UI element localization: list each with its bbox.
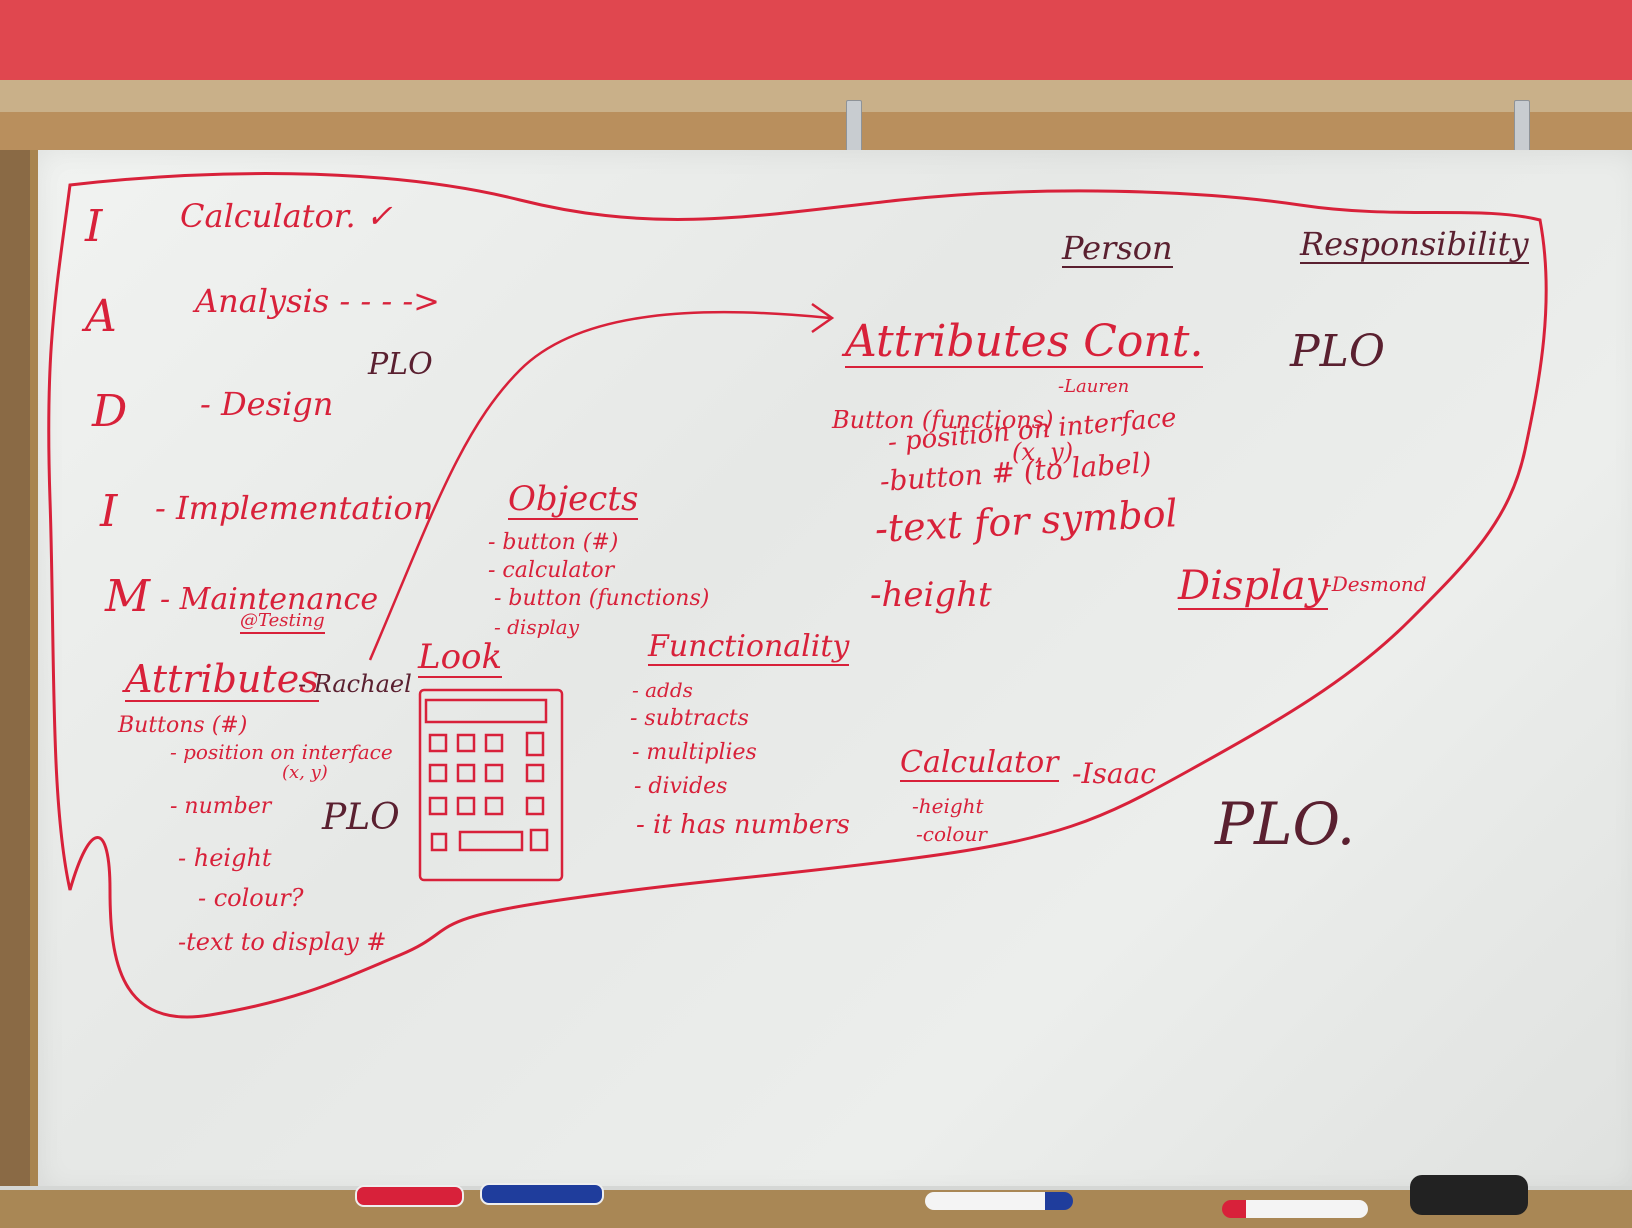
calculator-box-item: -colour <box>916 822 987 846</box>
display-title: Display <box>1178 563 1329 610</box>
attributes-line: -text to display # <box>178 928 387 956</box>
cloud-outline <box>47 172 1548 1019</box>
plo-design: PLO <box>368 347 433 382</box>
objects-title: Objects <box>508 479 639 520</box>
attributes-line: Buttons (#) <box>118 713 248 738</box>
whiteboard <box>30 150 1632 1194</box>
attributes-cont-owner: -Lauren <box>1058 376 1130 397</box>
plo-bottom: PLO. <box>1215 790 1356 858</box>
idam-letter-m: M <box>105 571 151 622</box>
red-cap-marker[interactable] <box>1222 1200 1368 1218</box>
calculator-box-item: -height <box>912 794 984 818</box>
functionality-item: - it has numbers <box>636 810 850 840</box>
objects-item: - display <box>494 615 579 639</box>
objects-item: - button (#) <box>488 530 619 555</box>
attributes-line: - colour? <box>198 884 304 912</box>
idam-letter-i2: I <box>100 486 118 537</box>
header-person: Person <box>1062 229 1173 268</box>
look-title: Look <box>418 637 503 678</box>
calculator-box-owner: -Isaac <box>1072 757 1156 790</box>
attributes-line: - height <box>178 844 272 872</box>
cork-strip <box>0 112 1632 150</box>
attributes-cont-line: (x, y) <box>1012 438 1074 466</box>
curve-arrow <box>368 310 831 661</box>
attributes-title: Attributes <box>125 657 319 702</box>
idam-letter-d: D <box>92 386 128 437</box>
functionality-item: - multiplies <box>632 740 757 765</box>
calculator-sketch <box>418 688 564 882</box>
plo-attributes: PLO <box>322 797 400 838</box>
attributes-owner: - Rachael <box>298 670 412 698</box>
idam-calculator: Calculator. ✓ <box>180 197 393 235</box>
functionality-item: - subtracts <box>630 706 749 731</box>
plo-right: PLO <box>1290 326 1385 377</box>
functionality-item: - divides <box>634 774 728 799</box>
blue-cap-marker[interactable] <box>925 1192 1073 1210</box>
idam-implementation: - Implementation <box>155 489 434 527</box>
blue-marker[interactable] <box>480 1183 604 1205</box>
objects-item: - calculator <box>488 558 615 583</box>
board-eraser[interactable] <box>1410 1175 1528 1215</box>
idam-letter-i: I <box>85 201 103 252</box>
marker-tray <box>0 1186 1632 1228</box>
attributes-cont-line: -height <box>870 575 992 615</box>
curve-arrow-head <box>811 302 835 334</box>
idam-maintenance: - Maintenance <box>160 582 379 617</box>
attributes-cont-line: Button (functions) <box>832 406 1054 434</box>
functionality-title: Functionality <box>648 629 850 666</box>
attributes-line: (x, y) <box>282 762 328 783</box>
header-responsibility: Responsibility <box>1300 225 1529 264</box>
functionality-item: - adds <box>632 678 693 702</box>
idam-design: - Design <box>200 385 334 423</box>
calculator-box-title: Calculator <box>900 745 1059 782</box>
attributes-line: - position on interface <box>170 740 393 764</box>
attributes-cont-title: Attributes Cont. <box>845 316 1204 368</box>
attributes-line: - number <box>170 794 272 819</box>
objects-item: - button (functions) <box>494 586 710 611</box>
idam-testing: @Testing <box>240 612 325 634</box>
red-wall <box>0 0 1632 80</box>
red-marker[interactable] <box>355 1185 464 1207</box>
idam-letter-a: A <box>85 291 117 342</box>
display-owner: -Desmond <box>1325 572 1427 596</box>
idam-analysis: Analysis - - - -> <box>195 282 440 320</box>
